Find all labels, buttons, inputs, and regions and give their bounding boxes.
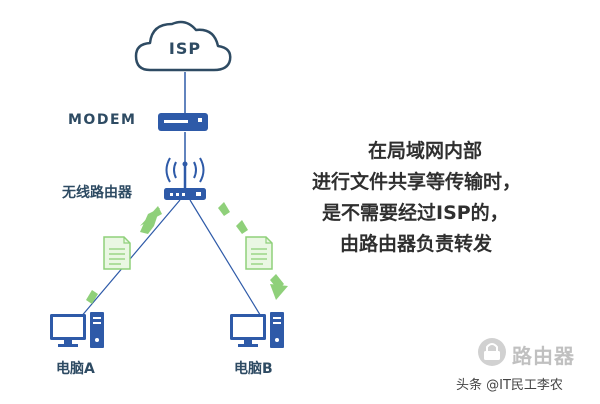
router-label: 无线路由器 — [62, 185, 132, 201]
document-icon — [103, 236, 131, 270]
document-icon — [245, 236, 273, 270]
explanation-line-3: 是不需要经过ISP的， — [322, 202, 509, 224]
computer-a-icon — [50, 312, 104, 348]
router-pc-b-link — [189, 199, 263, 319]
watermark-logo-icon — [478, 338, 506, 366]
arrow-down-icon — [218, 202, 288, 300]
router-icon — [164, 157, 206, 200]
watermark-site-name: 路由器 — [512, 344, 575, 368]
explanation-line-4: 由路由器负责转发 — [340, 233, 493, 255]
explanation-line-2: 进行文件共享等传输时， — [312, 171, 522, 193]
cloud-icon — [134, 20, 232, 72]
computer-a-label: 电脑A — [56, 361, 95, 377]
computer-b-label: 电脑B — [234, 361, 273, 377]
modem-icon — [158, 113, 208, 131]
explanation-text: 在局域网内部 进行文件共享等传输时， 是不需要经过ISP的， 由路由器负责转发 — [300, 136, 590, 260]
modem-label: MODEM — [68, 112, 137, 128]
explanation-line-1: 在局域网内部 — [368, 140, 483, 162]
watermark-author: 头条 @IT民工李农 — [456, 378, 563, 393]
computer-b-icon — [230, 312, 284, 348]
isp-label: ISP — [168, 39, 202, 58]
